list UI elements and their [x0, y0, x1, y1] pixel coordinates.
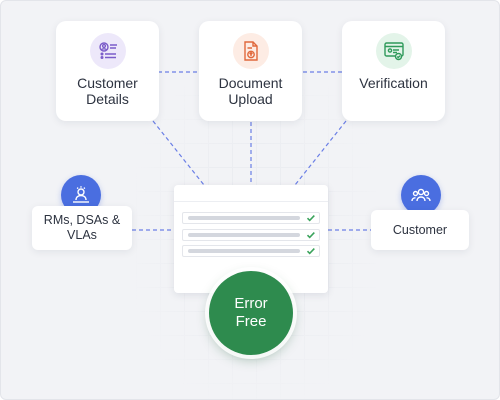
form-field-bar: [188, 249, 300, 253]
verification-icon: [375, 33, 412, 69]
customer-card: Customer: [371, 210, 469, 250]
customer-group-icon: [401, 175, 441, 215]
verification-label: Verification: [359, 75, 428, 91]
document-upload-icon: [232, 33, 269, 69]
customer-label: Customer: [392, 222, 448, 237]
connector-customer-details-form: [152, 120, 205, 186]
form-row: [182, 229, 320, 241]
customer-details-label: Customer Details: [77, 75, 138, 107]
agents-card: RMs, DSAs & VLAs: [32, 206, 132, 250]
document-upload-card: Document Upload: [199, 21, 302, 121]
connector-verification-form: [294, 120, 347, 186]
verification-card: Verification: [342, 21, 445, 121]
check-icon: [306, 215, 315, 222]
check-icon: [306, 248, 315, 255]
form-field-bar: [188, 216, 300, 220]
customer-details-card: Customer Details: [56, 21, 159, 121]
form-header: [174, 185, 328, 202]
document-upload-label: Document Upload: [218, 75, 283, 107]
form-row: [182, 245, 320, 257]
error-free-line1: Error: [234, 295, 268, 312]
customer-details-icon: [89, 33, 126, 69]
error-free-badge: Error Free: [209, 271, 293, 355]
agents-label: RMs, DSAs & VLAs: [43, 213, 121, 242]
form-row: [182, 212, 320, 224]
error-free-line2: Free: [235, 313, 267, 330]
check-icon: [306, 232, 315, 239]
form-field-bar: [188, 233, 300, 237]
